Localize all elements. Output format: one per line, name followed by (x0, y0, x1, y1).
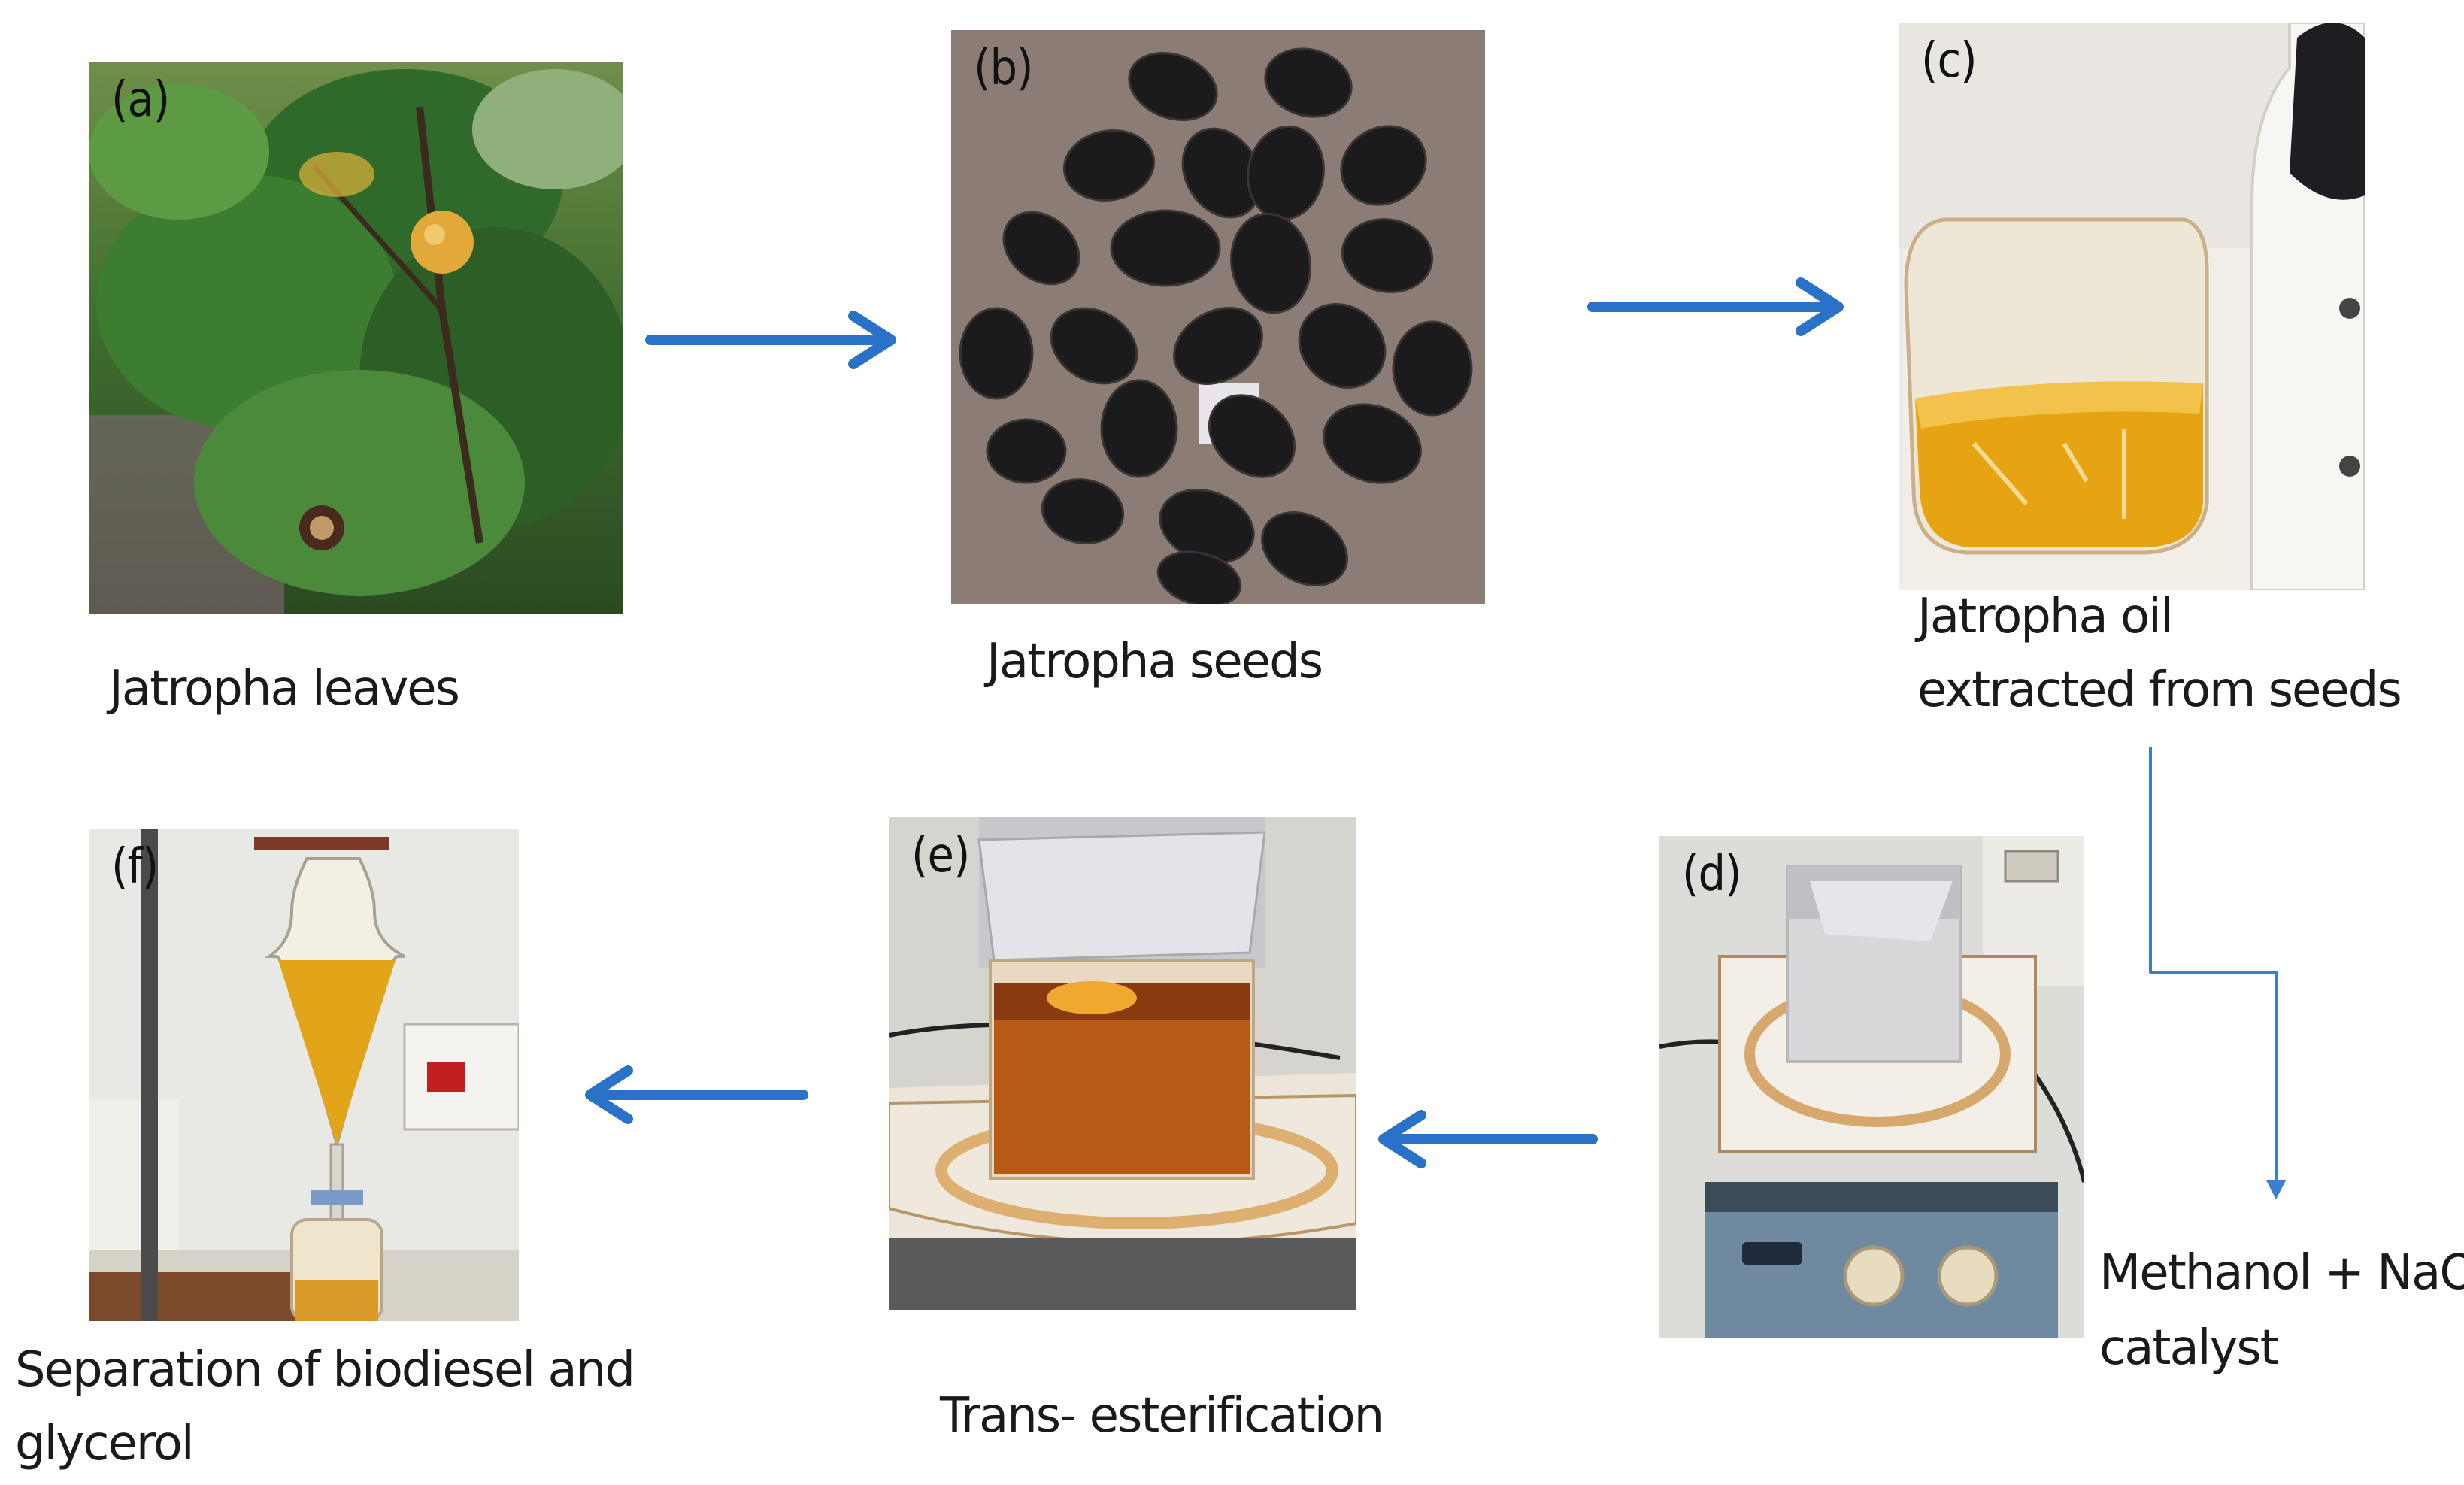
panel-label-a: (a) (111, 72, 170, 128)
photo-jatropha-oil-beaker: (c) (1899, 23, 2365, 590)
panel-label-b: (b) (974, 41, 1033, 96)
caption-trans-esterification: Trans- esterification (940, 1388, 1384, 1444)
hotplate-e-illustration (889, 817, 1356, 1310)
arrow-e-to-f (585, 1065, 808, 1124)
oil-beaker-illustration (1899, 23, 2365, 590)
arrow-a-to-b (645, 311, 896, 369)
photo-separation-funnel: (f) (89, 829, 519, 1321)
caption-separation-line1: Separation of biodiesel and (15, 1342, 635, 1398)
hotplate-d-illustration (1659, 836, 2084, 1338)
leaves-illustration (89, 62, 623, 614)
arrow-d-to-e (1378, 1110, 1598, 1168)
arrow-b-to-c (1587, 277, 1844, 336)
caption-methanol-naoh-line2: catalyst (2099, 1320, 2279, 1376)
caption-jatropha-oil-line1: Jatropha oil (1917, 589, 2174, 644)
caption-jatropha-leaves: Jatropha leaves (109, 661, 460, 717)
panel-label-d: (d) (1682, 847, 1741, 902)
photo-hotplate-methanol-naoh: (d) (1659, 836, 2084, 1338)
photo-jatropha-leaves: (a) (89, 62, 623, 614)
photo-transesterification: (e) (889, 817, 1356, 1310)
seeds-illustration (951, 30, 1485, 604)
caption-jatropha-oil-line2: extracted from seeds (1917, 662, 2402, 718)
photo-jatropha-seeds: (b) (951, 30, 1485, 604)
panel-label-f: (f) (111, 839, 159, 895)
separation-illustration (89, 829, 519, 1321)
panel-label-c: (c) (1921, 33, 1978, 89)
caption-separation-line2: glycerol (15, 1416, 195, 1471)
connector-c-to-methanol (2149, 747, 2286, 1199)
panel-label-e: (e) (911, 828, 970, 883)
caption-methanol-naoh-line1: Methanol + NaOH (2099, 1245, 2464, 1301)
caption-jatropha-seeds: Jatropha seeds (987, 634, 1323, 689)
